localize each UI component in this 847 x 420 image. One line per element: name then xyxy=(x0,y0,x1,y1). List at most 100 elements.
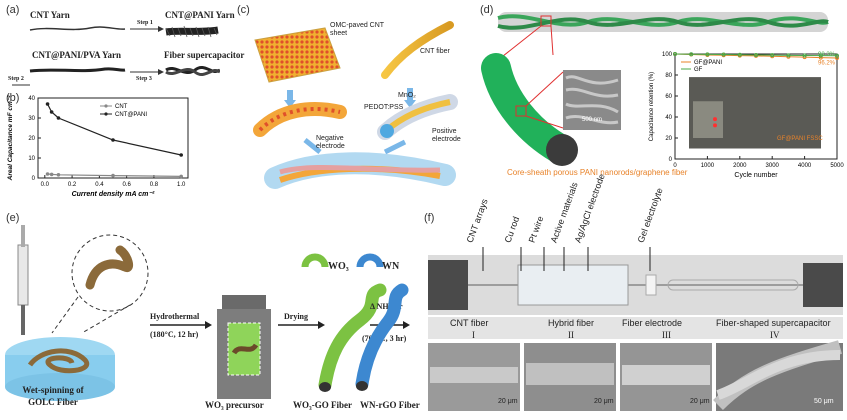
y-tick-label: 100 xyxy=(662,52,673,58)
electrolyte-cell xyxy=(517,264,629,306)
legend-marker xyxy=(104,104,108,108)
data-point xyxy=(802,53,807,58)
y-axis-label: Capacitance retention (%) xyxy=(649,72,655,141)
legend-wn-arc xyxy=(356,253,384,268)
left-motor xyxy=(428,260,468,310)
panel-a-figure xyxy=(12,25,220,86)
fiber-supercap-label: Fiber supercapacitor xyxy=(164,50,245,60)
x-tick-label: 4000 xyxy=(798,163,812,169)
photo-detail xyxy=(693,101,723,138)
cnt-yarn-label: CNT Yarn xyxy=(30,10,70,20)
fiber-core xyxy=(546,134,578,166)
legend-label: GF@PANI xyxy=(694,60,722,66)
zoom-box-top xyxy=(540,15,552,27)
y-tick-label: 60 xyxy=(665,94,672,100)
plot-frame xyxy=(37,97,189,179)
x-axis-label: Cycle number xyxy=(734,172,778,179)
fiber-supercap-shape xyxy=(165,65,220,77)
x-tick-label: 0 xyxy=(673,163,677,169)
roman-2: II xyxy=(568,330,574,340)
data-point xyxy=(56,116,61,120)
y-tick-label: 0 xyxy=(669,157,673,163)
x-tick-label: 0.0 xyxy=(41,182,50,188)
legend-wo3-arc xyxy=(301,253,329,268)
x-tick-label: 1000 xyxy=(701,163,715,169)
golc-label: GOLC Fiber xyxy=(28,397,78,407)
panel-d-figure xyxy=(481,12,829,166)
wo3-go-label: WO₃-GO Fiber xyxy=(293,400,352,410)
roman-3: III xyxy=(662,330,671,340)
data-point xyxy=(689,52,694,57)
data-point xyxy=(56,173,61,177)
y-tick-label: 20 xyxy=(28,136,35,142)
x-tick-label: 0.8 xyxy=(150,182,159,188)
roman-4: IV xyxy=(770,330,780,340)
wet-spinning-caption: Wet-spinning of GOLC Fiber xyxy=(8,384,98,408)
precursor-label: WO₃ precursor xyxy=(205,400,264,410)
neg-electrode-label: Negative electrode xyxy=(316,135,345,150)
panel-c-figure xyxy=(253,21,458,189)
step2-label: Step 2 xyxy=(8,76,24,82)
stage-hybrid: Hybrid fiber xyxy=(548,318,595,328)
x-tick-label: 1.0 xyxy=(177,182,186,188)
cnt-pani-pva-yarn-shape xyxy=(29,67,126,73)
top-device xyxy=(498,12,828,32)
data-point xyxy=(111,173,115,178)
stage-cnt-fiber: CNT fiber xyxy=(450,318,489,328)
data-point xyxy=(45,172,50,176)
wo3-go-fiber xyxy=(318,283,387,392)
y-tick-label: 80 xyxy=(665,73,672,79)
zoom-box-fiber xyxy=(515,105,527,117)
zoom-circle xyxy=(71,234,149,312)
legend-label: CNT xyxy=(115,104,128,110)
data-point xyxy=(770,53,775,58)
nh3-label: Δ NH₃/Ar xyxy=(370,302,403,311)
x-tick-label: 0.6 xyxy=(122,182,131,188)
x-tick-label: 5000 xyxy=(830,163,844,169)
cnt-pani-yarn-shape xyxy=(165,25,219,38)
data-point xyxy=(49,110,54,114)
pva-yarn-label: CNT@PANI/PVA Yarn xyxy=(32,50,121,60)
legend-marker xyxy=(104,112,108,116)
led xyxy=(713,123,717,128)
step3-label: Step 3 xyxy=(136,76,152,82)
panel-d-label: (d) xyxy=(480,4,494,16)
scale-2: 20 μm xyxy=(594,398,614,405)
panel-c-label: (c) xyxy=(237,4,250,16)
data-point xyxy=(49,172,54,177)
y-tick-label: 30 xyxy=(28,116,35,122)
series-line-gf-pani xyxy=(674,53,838,59)
stage-electrode: Fiber electrode xyxy=(622,318,683,328)
data-point xyxy=(754,52,758,57)
panel-a-label: (a) xyxy=(6,4,20,16)
data-point xyxy=(721,52,726,57)
y-tick-label: 40 xyxy=(28,96,35,102)
green-fiber xyxy=(481,53,573,163)
wet-spinning-label: Wet-spinning of xyxy=(22,385,84,395)
inset-label: GF@PANI FSSC xyxy=(777,136,823,142)
omc-sheet-label: OMC-paved CNT sheet xyxy=(330,22,384,37)
x-tick-label: 2000 xyxy=(733,163,747,169)
data-point xyxy=(705,52,710,57)
data-point xyxy=(835,55,839,60)
cnt-fiber-label: CNT fiber xyxy=(420,48,450,55)
syringe xyxy=(17,244,29,306)
right-motor xyxy=(803,263,843,307)
wn-rgo-fiber xyxy=(355,283,409,391)
data-point xyxy=(179,153,183,157)
annotation-top: 98.3% xyxy=(818,52,836,58)
scale-4: 50 μm xyxy=(814,398,834,405)
y-tick-label: 40 xyxy=(665,115,672,121)
pos-electrode-label: Positive electrode xyxy=(432,128,461,143)
cnt-pani-yarn-label: CNT@PANI Yarn xyxy=(165,10,235,20)
data-point xyxy=(111,138,115,142)
panel-e-figure xyxy=(5,225,410,401)
panel-d-caption: Core-sheath porous PANI nanorods/graphen… xyxy=(507,168,688,177)
golc-fiber-zoom xyxy=(85,245,134,290)
hydro-label: Hydrothermal xyxy=(150,312,200,321)
panel-b-label: (b) xyxy=(6,92,20,104)
data-point xyxy=(737,52,742,57)
y-tick-label: 20 xyxy=(665,136,672,142)
x-tick-label: 0.2 xyxy=(68,182,77,188)
